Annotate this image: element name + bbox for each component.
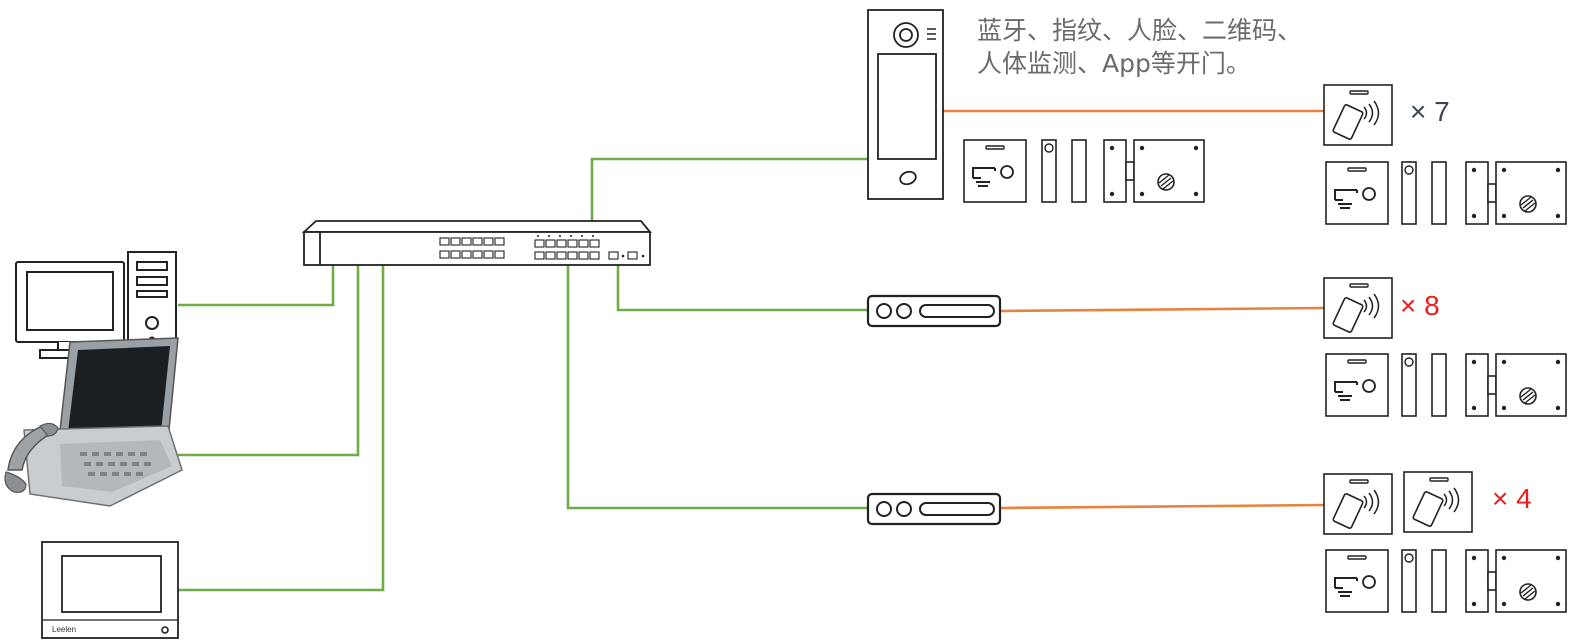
line-switch-to-controller-1 — [616, 264, 868, 312]
line-switch-to-computer — [178, 265, 335, 307]
caption-line-2: 人体监测、App等开门。 — [977, 49, 1251, 78]
group-1-door-sensor-icon — [1401, 161, 1447, 225]
bus-lines — [943, 109, 1326, 510]
line-switch-to-monitor — [178, 265, 385, 592]
management-console-icon — [4, 337, 183, 507]
multiplier-group-3: × 4 — [1492, 483, 1532, 514]
multiplier-group-2: × 8 — [1400, 290, 1440, 321]
group-3-card-reader-1-icon — [1323, 473, 1393, 535]
network-lines — [178, 157, 868, 592]
access-controller-1-icon — [866, 294, 1002, 328]
desktop-computer-icon — [15, 251, 177, 359]
door-1-exit-button-icon — [963, 139, 1027, 203]
group-1-exit-button-icon — [1325, 161, 1389, 225]
group-3-exit-button-icon — [1325, 549, 1389, 613]
line-controller-2-to-reader — [999, 503, 1326, 510]
unlock-methods-caption: 蓝牙、指纹、人脸、二维码、 人体监测、App等开门。 — [977, 14, 1537, 80]
monitor-brand-label: Leelen — [52, 625, 76, 634]
door-1-door-sensor-icon — [1041, 139, 1087, 203]
indoor-monitor-icon — [41, 541, 179, 639]
multiplier-group-1: × 7 — [1410, 96, 1450, 127]
group-1-card-reader-icon — [1323, 84, 1393, 146]
group-1-electric-lock-icon — [1465, 161, 1567, 225]
group-2-card-reader-icon — [1323, 277, 1393, 339]
line-switch-to-controller-2 — [566, 264, 868, 510]
group-3-card-reader-2-icon — [1403, 471, 1473, 533]
line-switch-to-door-station — [590, 157, 868, 222]
group-2-electric-lock-icon — [1465, 353, 1567, 417]
group-3-door-sensor-icon — [1401, 549, 1447, 613]
group-2-exit-button-icon — [1325, 353, 1389, 417]
group-2-door-sensor-icon — [1401, 353, 1447, 417]
line-controller-1-to-reader — [999, 306, 1326, 313]
caption-line-1: 蓝牙、指纹、人脸、二维码、 — [977, 16, 1303, 45]
group-3-electric-lock-icon — [1465, 549, 1567, 613]
access-controller-2-icon — [866, 492, 1002, 526]
line-switch-to-console — [178, 265, 360, 457]
network-switch-icon — [301, 220, 652, 266]
door-station-icon — [867, 9, 944, 200]
door-1-electric-lock-icon — [1103, 139, 1205, 203]
